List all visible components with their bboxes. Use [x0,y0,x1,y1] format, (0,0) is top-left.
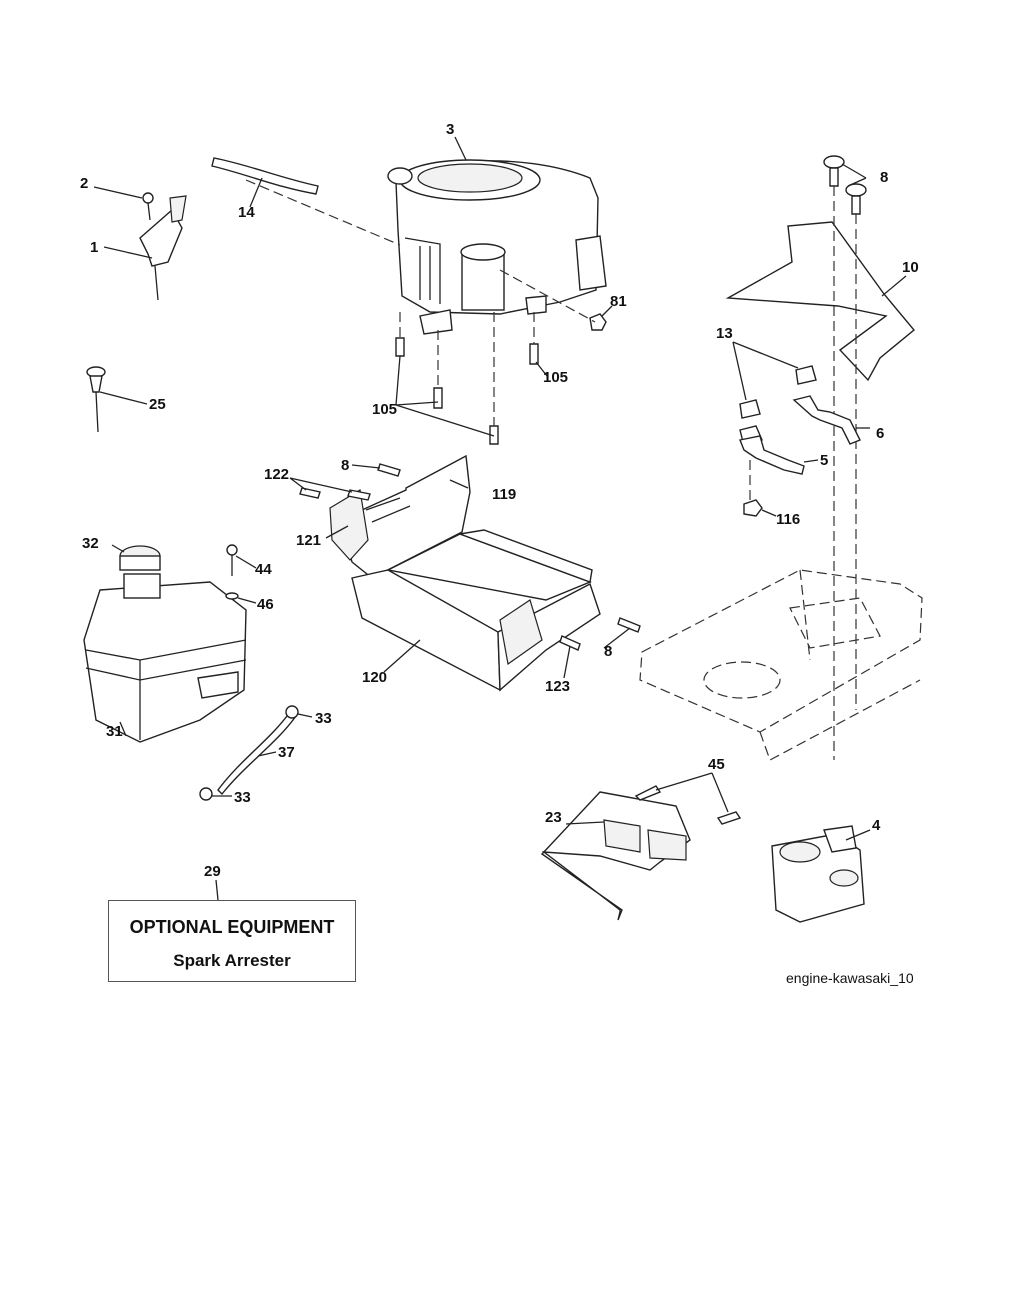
spark-shield-plate-part [540,785,742,921]
callout-14: 14 [238,204,255,221]
fuel-tank-part [83,545,247,743]
chassis-outline-part [639,569,923,761]
exhaust-pipes-part [739,365,861,475]
callout-116: 116 [776,511,801,528]
callout-46: 46 [257,596,274,613]
shield-bolts-part [823,155,867,215]
callout-45: 45 [708,756,725,773]
callout-23: 23 [545,809,562,826]
engine-frame-part [351,529,601,692]
callout-2: 2 [80,175,89,192]
callout-25: 25 [149,396,166,413]
callout-31: 31 [106,723,123,740]
callout-8-mid: 8 [341,457,350,474]
callout-81: 81 [610,293,627,310]
washer-46-part [225,592,239,600]
callout-33-bottom: 33 [234,789,251,806]
callout-1: 1 [90,239,99,256]
frame-bolts-part [299,463,641,651]
nut-116-part [743,499,763,517]
leader-lines [93,136,907,901]
callout-8-right: 8 [604,643,613,660]
callout-8-top: 8 [880,169,889,186]
callout-10: 10 [902,259,919,276]
screw-44-part [226,544,238,556]
engine-part [387,159,607,335]
optional-equipment-subtitle: Spark Arrester [173,951,291,970]
choke-cable-part [86,366,106,433]
fuel-hose-part [211,157,319,195]
callout-37: 37 [278,744,295,761]
callout-44: 44 [255,561,272,578]
callout-119: 119 [492,486,517,503]
callout-6: 6 [876,425,885,442]
fuel-line-part [199,705,299,801]
diagram-caption: engine-kawasaki_10 [786,970,914,986]
callout-13: 13 [716,325,733,342]
callout-4: 4 [872,817,881,834]
callout-105-right: 105 [543,369,569,386]
heat-shield-part [725,221,915,382]
callout-120: 120 [362,669,388,686]
optional-equipment-box: OPTIONAL EQUIPMENT Spark Arrester [108,900,356,982]
callout-122: 122 [264,466,290,483]
callout-5: 5 [820,452,829,469]
optional-equipment-title: OPTIONAL EQUIPMENT [129,917,335,937]
callout-123: 123 [545,678,571,695]
callout-3: 3 [446,121,455,138]
callout-32: 32 [82,535,99,552]
muffler-part [771,825,865,923]
callout-33-top: 33 [315,710,332,727]
callout-105-left: 105 [372,401,398,418]
engine-bolts-part [395,337,539,445]
callout-121: 121 [296,532,322,549]
throttle-control-part [139,192,187,301]
nut-81-part [589,313,607,331]
callout-29: 29 [204,863,221,880]
